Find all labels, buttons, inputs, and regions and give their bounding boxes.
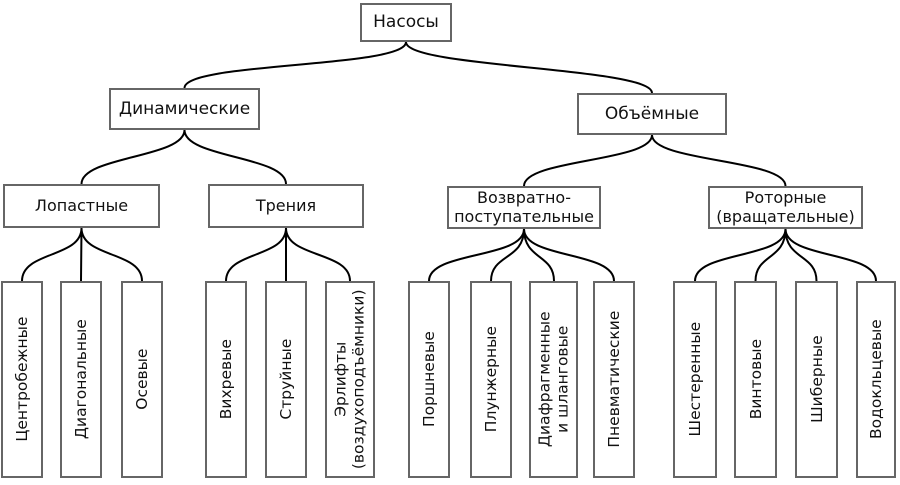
- node-centrobezhnye: Центробежные: [1, 281, 43, 478]
- connector-obyomnye-rotornye: [651, 134, 787, 187]
- node-obyomnye: Объёмные: [577, 93, 727, 135]
- node-shesterennye: Шестеренные: [673, 281, 717, 478]
- node-struynye: Струйные: [265, 281, 307, 478]
- node-rotornye: Роторные (вращательные): [708, 186, 863, 229]
- node-pnevmaticheskie-label: Пневматические: [604, 311, 623, 448]
- node-erlifty: Эрлифты (воздухоподъёмники): [325, 281, 375, 478]
- node-erlifty-label: Эрлифты (воздухоподъёмники): [331, 289, 368, 470]
- node-porshnevye-label: Поршневые: [419, 331, 438, 428]
- node-dinamicheskie-label: Динамические: [118, 98, 251, 119]
- node-shibernye: Шиберные: [795, 281, 838, 478]
- connector-obyomnye-vozvratno: [523, 134, 653, 187]
- node-nasosy: Насосы: [360, 3, 452, 42]
- node-vikhrevye-label: Вихревые: [216, 339, 235, 420]
- node-osevye: Осевые: [121, 281, 163, 478]
- node-diagonalnye-label: Диагональные: [71, 319, 90, 440]
- connector-lopastnye-osevye: [80, 227, 143, 282]
- node-dinamicheskie: Динамические: [109, 88, 260, 130]
- node-vintovye: Винтовые: [734, 281, 777, 478]
- node-diafragmennye: Диафрагменные и шланговые: [529, 281, 578, 478]
- node-vintovye-label: Винтовые: [746, 339, 765, 420]
- connector-lopastnye-diagonalnye: [80, 227, 83, 282]
- connector-vozvratno-porshnevye: [428, 228, 525, 282]
- node-vodokltsevye: Водокльцевые: [856, 281, 896, 478]
- connector-dinamicheskie-treniya: [183, 129, 287, 185]
- node-porshnevye: Поршневые: [408, 281, 450, 478]
- node-diagonalnye: Диагональные: [60, 281, 102, 478]
- node-vozvratno-postupatelnye-label: Возвратно- поступательные: [454, 187, 594, 226]
- connector-vozvratno-plunzhernye: [490, 228, 525, 282]
- node-nasosy-label: Насосы: [373, 12, 439, 33]
- node-lopastnye: Лопастные: [3, 184, 160, 228]
- node-plunzhernye: Плунжерные: [470, 281, 512, 478]
- node-lopastnye-label: Лопастные: [34, 195, 129, 215]
- node-obyomnye-label: Объёмные: [604, 103, 700, 124]
- connector-treniya-erlifty: [285, 227, 351, 282]
- connector-treniya-vikhrevye: [225, 227, 287, 282]
- node-plunzhernye-label: Плунжерные: [481, 326, 500, 433]
- connector-nasosy-dinamicheskie: [183, 41, 407, 89]
- connector-rotornye-vodokltsevye: [784, 228, 877, 282]
- node-shesterennye-label: Шестеренные: [685, 322, 704, 437]
- connector-lopastnye-centrobezhnye: [21, 227, 83, 282]
- connector-nasosy-obyomnye: [405, 41, 653, 94]
- connector-dinamicheskie-lopastnye: [80, 129, 186, 185]
- connector-rotornye-shibernye: [784, 228, 818, 282]
- node-rotornye-label: Роторные (вращательные): [716, 187, 855, 226]
- connector-rotornye-shesterennye: [694, 228, 787, 282]
- node-vikhrevye: Вихревые: [205, 281, 247, 478]
- node-treniya: Трения: [208, 184, 364, 228]
- node-pnevmaticheskie: Пневматические: [593, 281, 635, 478]
- node-vozvratno-postupatelnye: Возвратно- поступательные: [447, 186, 601, 229]
- node-osevye-label: Осевые: [132, 348, 151, 411]
- node-diafragmennye-label: Диафрагменные и шланговые: [535, 311, 572, 448]
- node-centrobezhnye-label: Центробежные: [12, 316, 31, 443]
- node-vodokltsevye-label: Водокльцевые: [866, 319, 885, 440]
- connector-vozvratno-diafragmennye: [523, 228, 555, 282]
- node-struynye-label: Струйные: [276, 339, 295, 420]
- connector-rotornye-vintovye: [754, 228, 787, 282]
- node-shibernye-label: Шиберные: [807, 335, 826, 424]
- node-treniya-label: Трения: [255, 195, 317, 215]
- connector-vozvratno-pnevmaticheskie: [523, 228, 615, 282]
